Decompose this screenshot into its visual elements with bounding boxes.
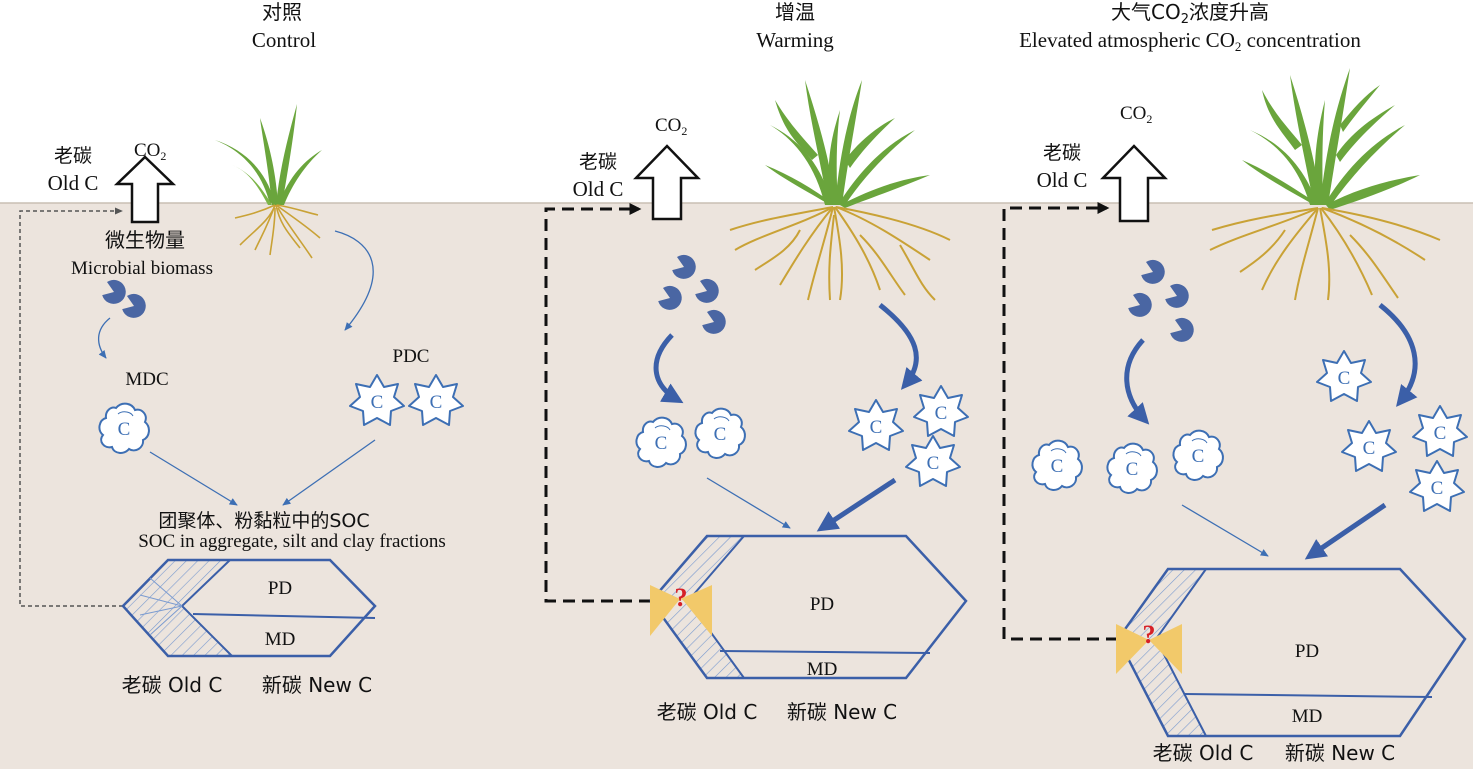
panel-control: 对照 Control CO2 老碳 Old C — [19, 0, 464, 697]
pd-label: PD — [268, 578, 292, 599]
c-glyph: C — [1126, 459, 1139, 480]
soc-cn: 团聚体、粉黏粒中的SOC — [158, 510, 369, 532]
microbe-to-mdc-arrow — [97, 317, 111, 359]
bottom-new-c: 新碳 New C — [262, 673, 372, 697]
panel-title-cn: 对照 — [262, 0, 302, 24]
c-glyph: C — [927, 453, 940, 474]
bottom-old-c: 老碳 Old C — [122, 673, 223, 697]
co2-label: CO2 — [1120, 103, 1152, 126]
root-to-pdc-arrow — [334, 230, 374, 331]
bottom-old-c: 老碳 Old C — [1153, 741, 1254, 765]
bowtie-icon — [650, 585, 712, 636]
soc-en: SOC in aggregate, silt and clay fraction… — [138, 531, 446, 552]
panel-title-en: Elevated atmospheric CO2 concentration — [1019, 28, 1361, 54]
pdc-to-soc-arrow — [1304, 502, 1387, 560]
microbe-to-mdc-arrow — [653, 333, 684, 404]
c-glyph: C — [1434, 423, 1447, 444]
co2-release-arrow — [113, 155, 177, 224]
mdc-to-soc-arrow — [1181, 504, 1269, 557]
md-label: MD — [265, 629, 296, 650]
pdc-label: PDC — [393, 346, 430, 367]
panel-warming: 增温 Warming — [544, 0, 969, 724]
question-mark: ? — [1143, 620, 1156, 649]
microbe-to-mdc-arrow — [1124, 338, 1150, 425]
bottom-new-c: 新碳 New C — [787, 700, 897, 724]
old-c-dashed-flow — [19, 207, 123, 607]
c-glyph: C — [371, 392, 384, 413]
pdc-to-soc-arrow — [282, 439, 376, 506]
c-glyph: C — [714, 424, 727, 445]
c-glyph: C — [118, 419, 131, 440]
panel-elevated-co2: 大气CO2浓度升高 Elevated atmospheric CO2 conce… — [1002, 0, 1468, 765]
old-c-en: Old C — [48, 171, 99, 195]
c-glyph: C — [1363, 438, 1376, 459]
bowtie-icon — [1116, 624, 1182, 674]
panel-title-en: Warming — [756, 28, 834, 52]
root-to-pdc-arrow — [878, 303, 923, 390]
bottom-old-c: 老碳 Old C — [657, 700, 758, 724]
c-glyph: C — [1338, 368, 1351, 389]
old-c-cn: 老碳 — [1043, 142, 1081, 164]
c-glyph: C — [1431, 478, 1444, 499]
soil-background-warming — [475, 203, 985, 769]
pd-label: PD — [1295, 641, 1319, 662]
panel-title-cn: 增温 — [775, 0, 815, 24]
old-c-en: Old C — [1037, 168, 1088, 192]
mdc-to-soc-arrow — [706, 477, 791, 529]
question-mark: ? — [675, 583, 688, 612]
co2-release-arrow — [633, 144, 701, 221]
c-glyph: C — [935, 403, 948, 424]
old-c-en: Old C — [573, 177, 624, 201]
mdc-label: MDC — [125, 369, 168, 390]
md-label: MD — [1292, 706, 1323, 727]
old-c-dashed-flow — [1002, 202, 1118, 641]
c-glyph: C — [655, 433, 668, 454]
panel-title-en: Control — [252, 28, 316, 52]
md-label: MD — [807, 659, 838, 680]
microbial-cn: 微生物量 — [105, 228, 185, 252]
c-glyph: C — [1192, 446, 1205, 467]
microbial-en: Microbial biomass — [71, 258, 213, 279]
pdc-to-soc-arrow — [816, 477, 897, 532]
co2-label: CO2 — [655, 115, 687, 138]
soil-aggregate-hexagon — [121, 558, 377, 658]
pd-label: PD — [810, 594, 834, 615]
c-glyph: C — [870, 417, 883, 438]
root-to-pdc-arrow — [1378, 303, 1418, 407]
co2-release-arrow — [1100, 144, 1168, 223]
soil-background-control — [0, 203, 475, 769]
plant-icon — [1209, 68, 1441, 301]
bottom-new-c: 新碳 New C — [1285, 741, 1395, 765]
panel-title-cn: 大气CO2浓度升高 — [1111, 0, 1269, 27]
mdc-to-soc-arrow — [149, 451, 238, 506]
old-c-cn: 老碳 — [54, 145, 92, 167]
plant-icon — [729, 80, 951, 301]
co2-label: CO2 — [134, 140, 166, 163]
old-c-dashed-flow — [544, 203, 651, 603]
c-glyph: C — [1051, 456, 1064, 477]
c-glyph: C — [430, 392, 443, 413]
plant-icon — [215, 104, 322, 259]
old-c-cn: 老碳 — [579, 151, 617, 173]
